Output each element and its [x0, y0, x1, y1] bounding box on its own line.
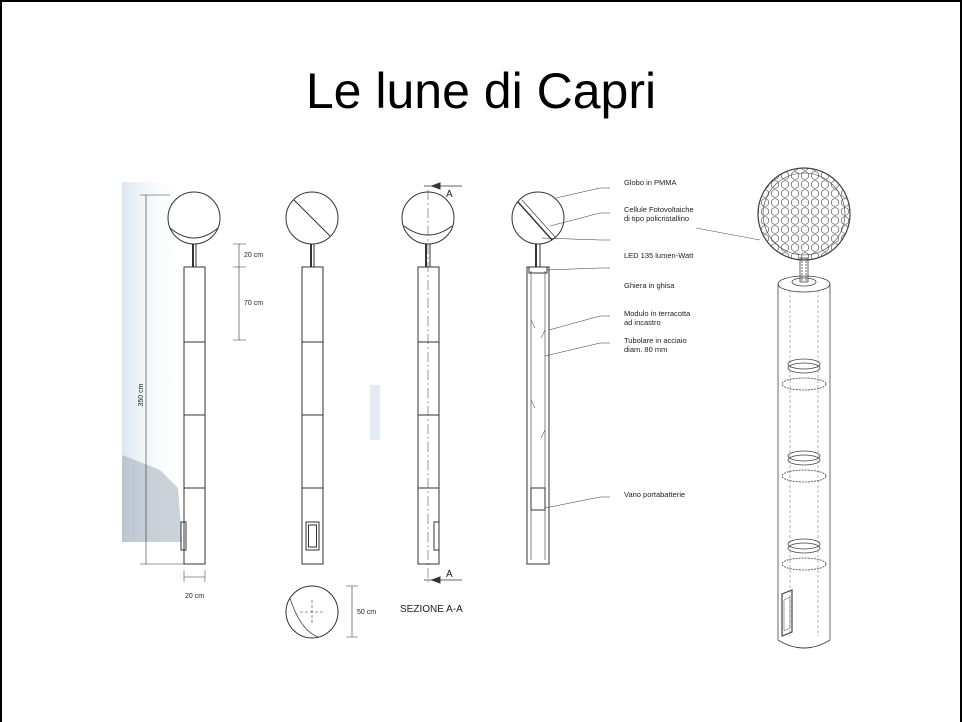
- detail-section: [511, 187, 610, 565]
- label-cells-line1: Cellule Fotovoltaiche: [624, 205, 694, 214]
- label-module-line2: ad incastro: [624, 318, 661, 327]
- dim-width: 20 cm: [185, 593, 204, 600]
- plan-view: [285, 585, 358, 639]
- section-marker-bottom: A: [446, 569, 453, 580]
- dim-globe-diameter: 50 cm: [357, 609, 376, 616]
- dim-total-height: 350 cm: [138, 383, 145, 406]
- section-a-a: [401, 182, 462, 584]
- axonometric-view: [695, 167, 851, 649]
- dim-gap: 20 cm: [244, 252, 263, 259]
- label-led: LED 135 lumen-Watt: [624, 251, 694, 260]
- watercolor-background: [122, 182, 380, 542]
- label-battery: Vano portabatterie: [624, 490, 685, 499]
- label-cells-line2: di tipo policristallino: [624, 214, 689, 223]
- elevation-front: [140, 191, 246, 582]
- label-ring: Ghiera in ghisa: [624, 281, 675, 290]
- dim-module: 70 cm: [244, 300, 263, 307]
- section-marker-top: A: [446, 189, 453, 200]
- slide-title: Le lune di Capri: [305, 63, 657, 119]
- label-globe: Globo in PMMA: [624, 178, 677, 187]
- label-module-line1: Modulo in terracotta: [624, 309, 691, 318]
- section-caption: SEZIONE A-A: [400, 604, 463, 615]
- label-tube-line2: diam. 80 mm: [624, 345, 667, 354]
- elevation-side: [285, 191, 339, 565]
- label-tube-line1: Tubolare in acciaio: [624, 336, 687, 345]
